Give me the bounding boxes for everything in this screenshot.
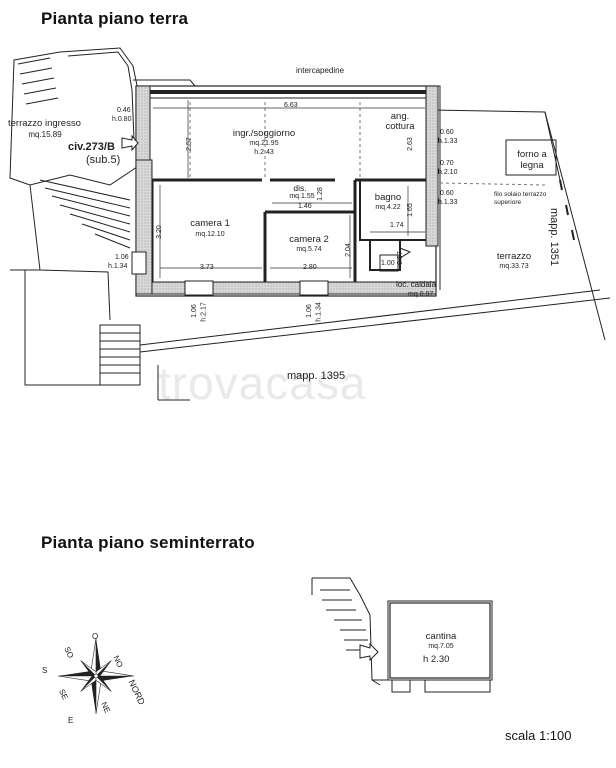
height-soggiorno: h.2.43 (254, 149, 274, 156)
label-mapp-1351: mapp. 1351 (548, 208, 560, 267)
stair-left (39, 179, 131, 249)
win-r3: 0.60 (440, 190, 454, 197)
dim-1-74: 1.74 (390, 222, 404, 229)
win-l1-h: h.0.80 (112, 116, 132, 123)
label-mapp-1395: mapp. 1395 (287, 370, 346, 382)
compass-o: O (92, 632, 99, 641)
win-r2: 0.70 (440, 160, 454, 167)
basement-stair (320, 589, 370, 651)
scale-label: scala 1:100 (505, 728, 572, 743)
area-cantina: mq.7.05 (428, 643, 454, 650)
label-caldaia: loc. caldaia (396, 280, 437, 289)
label-bagno: bagno (374, 192, 402, 203)
label-cottura: ang. cottura (385, 111, 415, 132)
area-camera2: mq.5.74 (296, 246, 322, 253)
watermark: trovacasa (158, 357, 367, 409)
label-dis: dis. (293, 183, 307, 193)
dim-1-28: 1.28 (316, 187, 324, 201)
forno-box (505, 139, 557, 176)
area-terrazzo-ingresso: mq.15.89 (28, 130, 62, 139)
win-l1: 0.46 (117, 107, 131, 114)
dim-3-73: 3.73 (200, 264, 214, 271)
win-b2-h: h.1.34 (315, 302, 323, 322)
label-cantina: cantina (425, 631, 457, 642)
area-soggiorno: mq.21.95 (249, 140, 279, 147)
dim-2-63: 2.63 (406, 137, 414, 151)
win-b2: 1.06 (305, 304, 313, 318)
win-r1: 0.60 (440, 129, 454, 136)
label-soggiorno: ingr./soggiorno (232, 128, 296, 139)
dim-2-80: 2.80 (303, 264, 317, 271)
area-camera1: mq.12.10 (195, 231, 225, 238)
win-r2-h: h.2.10 (438, 169, 458, 176)
dim-0-97: 0.97 (396, 251, 404, 265)
ground-floor-title: Pianta piano terra (41, 9, 189, 28)
dim-3-20: 3.20 (155, 225, 163, 239)
label-camera2: camera 2 (289, 234, 329, 245)
basement-title: Pianta piano seminterrato (41, 533, 255, 552)
label-intercapedine: intercapedine (296, 66, 345, 75)
stair-bottom-left (99, 324, 141, 386)
label-sub: (sub.5) (86, 154, 121, 166)
label-camera1: camera 1 (190, 218, 230, 229)
dim-2-57: 2.57 (185, 137, 193, 151)
label-terrazzo-ingresso: terrazzo ingresso (8, 118, 81, 129)
dim-2-04: 2.04 (344, 243, 352, 257)
area-caldaia: mq.0.97 (408, 291, 434, 298)
win-l2: 1.06 (115, 254, 129, 261)
label-filo-solaio: filo solaio terrazzo superiore (494, 191, 547, 206)
win-b1: 1.06 (190, 304, 198, 318)
dim-6-63: 6.63 (284, 102, 298, 109)
dim-1-46: 1.46 (298, 203, 312, 210)
label-forno: forno a legna (517, 149, 547, 171)
area-terrazzo: mq.33.73 (499, 263, 529, 270)
win-r3-h: h.1.33 (438, 199, 458, 206)
win-r1-h: h.1.33 (438, 138, 458, 145)
dim-1-65: 1.65 (406, 203, 414, 217)
win-l2-h: h.1.34 (108, 263, 128, 270)
dim-1-00: 1.00 (381, 260, 395, 267)
stair-top-left (17, 57, 59, 105)
label-terrazzo: terrazzo (496, 251, 532, 262)
win-b1-h: h.2.17 (200, 302, 208, 322)
compass-e: E (68, 716, 74, 725)
area-dis: mq.1.55 (289, 193, 315, 200)
area-bagno: mq.4.22 (375, 204, 401, 211)
label-civico: civ.273/B (68, 141, 115, 153)
compass-rose (57, 637, 135, 715)
compass-s: S (42, 666, 48, 675)
height-cantina: h 2.30 (423, 654, 450, 665)
